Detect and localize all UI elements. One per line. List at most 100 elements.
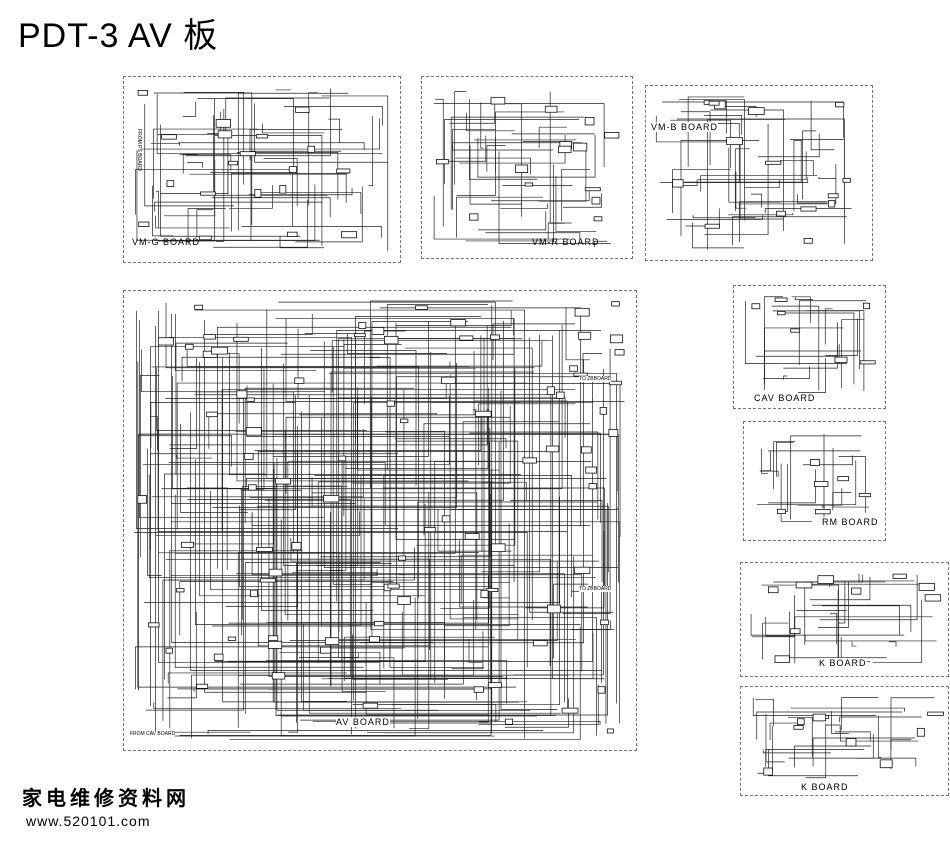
- wire: [323, 341, 619, 568]
- wire: [768, 469, 816, 504]
- wire: [194, 309, 525, 739]
- wire: [468, 638, 483, 663]
- k-board-2-schematic: [752, 697, 944, 779]
- vm-b-schematic: [655, 96, 852, 250]
- wire: [529, 338, 614, 613]
- wire: [818, 176, 837, 180]
- wire: [167, 611, 197, 699]
- wire: [538, 148, 587, 202]
- wire: [823, 433, 834, 522]
- wire: [478, 684, 599, 726]
- wire: [241, 489, 302, 636]
- wire: [283, 106, 383, 126]
- component: [812, 713, 827, 722]
- wire: [440, 441, 490, 609]
- component: [578, 331, 592, 340]
- component: [708, 100, 720, 106]
- component: [491, 543, 506, 553]
- wire: [692, 215, 756, 219]
- component: [776, 210, 786, 217]
- component: [814, 509, 831, 515]
- wire: [279, 651, 381, 685]
- wire: [212, 467, 373, 627]
- component: [767, 586, 779, 594]
- wire: [473, 351, 475, 416]
- component: [268, 568, 283, 577]
- component: [386, 400, 395, 407]
- wire: [776, 441, 794, 477]
- wire: [199, 361, 425, 597]
- rm-board-panel: RM BOARD: [743, 421, 886, 541]
- wire: [207, 730, 544, 734]
- wire: [783, 375, 788, 380]
- wire: [228, 387, 490, 624]
- wire: [179, 154, 232, 171]
- wire: [195, 459, 581, 625]
- wire: [135, 646, 489, 690]
- wire: [321, 95, 389, 252]
- component: [827, 193, 839, 199]
- component: [608, 428, 619, 437]
- component: [585, 466, 597, 474]
- wire: [187, 499, 351, 677]
- component: [790, 328, 801, 333]
- component: [515, 164, 529, 173]
- cav-schematic: [745, 296, 876, 393]
- wire: [257, 330, 560, 452]
- component: [580, 446, 592, 454]
- wire: [357, 397, 500, 471]
- vm-r-board-label: VM-R BOARD: [532, 237, 600, 247]
- wire: [151, 366, 419, 599]
- component: [383, 335, 399, 345]
- component: [147, 622, 160, 628]
- wire: [347, 333, 447, 354]
- wire: [744, 179, 780, 189]
- wire: [773, 441, 796, 489]
- wire: [174, 494, 364, 668]
- wire: [456, 196, 543, 238]
- component: [206, 411, 218, 418]
- wire: [186, 350, 470, 367]
- cav-board-panel: CAV BOARD: [733, 285, 886, 409]
- wire: [817, 581, 849, 628]
- wire: [138, 320, 324, 518]
- rm-schematic: [756, 433, 871, 522]
- wire: [189, 173, 347, 203]
- wire: [809, 576, 871, 601]
- wire: [790, 139, 845, 214]
- wire: [370, 560, 615, 630]
- component: [851, 587, 862, 595]
- wire: [778, 463, 788, 512]
- vm-b-board-label: VM-B BOARD: [651, 122, 719, 132]
- component: [320, 646, 331, 654]
- wire: [700, 175, 818, 192]
- wire: [308, 395, 561, 714]
- component: [863, 302, 870, 310]
- wire: [594, 240, 608, 248]
- wire: [455, 157, 531, 175]
- wire: [783, 312, 855, 385]
- component: [795, 581, 813, 589]
- component: [473, 686, 484, 693]
- wire: [162, 579, 319, 721]
- wire: [283, 363, 515, 566]
- component: [485, 588, 499, 592]
- wire: [178, 142, 365, 151]
- wire: [225, 97, 330, 138]
- wire: [472, 409, 477, 630]
- wire: [236, 322, 469, 482]
- wire: [469, 145, 523, 205]
- wire: [153, 702, 401, 709]
- component: [777, 310, 786, 316]
- wire: [191, 674, 448, 739]
- wire: [154, 201, 323, 212]
- wire: [167, 672, 348, 684]
- component: [324, 637, 340, 646]
- component: [573, 566, 591, 574]
- to-zbboard-top-label: TO ZBBOARD: [579, 376, 612, 382]
- wire: [684, 139, 802, 183]
- wire: [417, 501, 598, 720]
- vm-g-board-label: VM-G BOARD: [132, 237, 201, 247]
- wire: [229, 185, 273, 209]
- component: [600, 619, 609, 626]
